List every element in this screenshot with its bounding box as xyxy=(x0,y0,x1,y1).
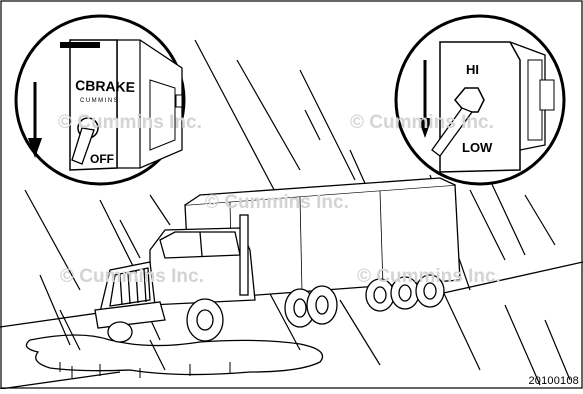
left-switch-sub-brand: CUMMINS xyxy=(80,98,119,104)
right-switch-low-label: LOW xyxy=(462,140,493,155)
watermark: © Cummins Inc. xyxy=(205,192,349,214)
watermark: © Cummins Inc. xyxy=(58,112,202,134)
left-switch-off-label: OFF xyxy=(90,152,114,166)
watermark: © Cummins Inc. xyxy=(60,266,204,288)
right-switch-inset xyxy=(396,16,564,184)
figure-id: 20100108 xyxy=(528,375,579,387)
watermark: © Cummins Inc. xyxy=(350,112,494,134)
left-switch-brand: CBRAKE xyxy=(75,77,135,95)
watermark: © Cummins Inc. xyxy=(357,266,501,288)
right-switch-hi-label: HI xyxy=(466,62,479,77)
